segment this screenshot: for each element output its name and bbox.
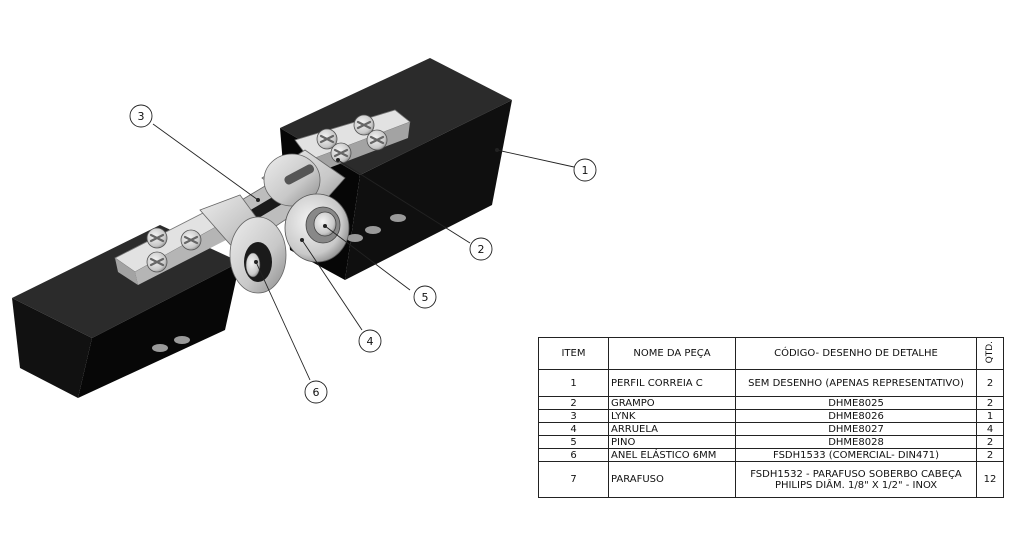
- table-row: 5 PINO DHME8028 2: [538, 435, 1004, 449]
- bom-header-code: CÓDIGO- DESENHO DE DETALHE: [735, 337, 977, 370]
- bom-name: PERFIL CORREIA C: [608, 369, 736, 397]
- callout-2-label: 2: [478, 243, 485, 256]
- bom-name: ANEL ELÁSTICO 6MM: [608, 448, 736, 462]
- bom-item: 6: [538, 448, 609, 462]
- bom-header-row: ITEM NOME DA PEÇA CÓDIGO- DESENHO DE DET…: [538, 337, 1004, 370]
- table-row: 1 PERFIL CORREIA C SEM DESENHO (APENAS R…: [538, 369, 1004, 397]
- table-row: 6 ANEL ELÁSTICO 6MM FSDH1533 (COMERCIAL-…: [538, 448, 1004, 462]
- table-row: 4 ARRUELA DHME8027 4: [538, 422, 1004, 436]
- perfil-correia-left: [12, 225, 240, 398]
- bom-qty: 2: [976, 396, 1004, 410]
- bom-code: DHME8028: [735, 435, 977, 449]
- bom-code: FSDH1533 (COMERCIAL- DIN471): [735, 448, 977, 462]
- under-bolts: [152, 214, 406, 352]
- callout-3: 3: [129, 104, 153, 128]
- callout-4: 4: [358, 329, 382, 353]
- bom-code: DHME8026: [735, 409, 977, 423]
- bom-qty: 2: [976, 448, 1004, 462]
- bom-item: 7: [538, 461, 609, 498]
- table-row: 7 PARAFUSO FSDH1532 - PARAFUSO SOBERBO C…: [538, 461, 1004, 498]
- table-row: 2 GRAMPO DHME8025 2: [538, 396, 1004, 410]
- callout-6-label: 6: [313, 386, 320, 399]
- callout-6: 6: [304, 380, 328, 404]
- bom-code: SEM DESENHO (APENAS REPRESENTATIVO): [735, 369, 977, 397]
- leader-lines: [152, 123, 575, 381]
- callout-2: 2: [469, 237, 493, 261]
- bom-qty: 1: [976, 409, 1004, 423]
- callout-5-label: 5: [422, 291, 429, 304]
- bom-item: 3: [538, 409, 609, 423]
- bom-item: 2: [538, 396, 609, 410]
- callout-3-label: 3: [138, 110, 145, 123]
- grampo-left: [114, 194, 287, 294]
- bom-header-name: NOME DA PEÇA: [608, 337, 736, 370]
- bom-table: ITEM NOME DA PEÇA CÓDIGO- DESENHO DE DET…: [538, 337, 1004, 498]
- bom-header-item: ITEM: [538, 337, 609, 370]
- bom-code: DHME8025: [735, 396, 977, 410]
- table-row: 3 LYNK DHME8026 1: [538, 409, 1004, 423]
- bom-item: 4: [538, 422, 609, 436]
- bom-header-qty-label: QTD.: [984, 340, 995, 364]
- callout-1: 1: [573, 158, 597, 182]
- bom-header-qty: QTD.: [976, 337, 1004, 370]
- bom-qty: 4: [976, 422, 1004, 436]
- bom-qty: 2: [976, 369, 1004, 397]
- leader-dots: [254, 148, 499, 264]
- bom-name: PARAFUSO: [608, 461, 736, 498]
- callout-5: 5: [413, 285, 437, 309]
- bom-name: GRAMPO: [608, 396, 736, 410]
- bom-item: 5: [538, 435, 609, 449]
- bom-name: LYNK: [608, 409, 736, 423]
- callout-1-label: 1: [582, 164, 589, 177]
- callout-4-label: 4: [367, 335, 374, 348]
- bom-code: DHME8027: [735, 422, 977, 436]
- bom-code: FSDH1532 - PARAFUSO SOBERBO CABEÇA PHILI…: [735, 461, 977, 498]
- bom-name: ARRUELA: [608, 422, 736, 436]
- grampo-right: [261, 109, 411, 216]
- bom-qty: 12: [976, 461, 1004, 498]
- bom-qty: 2: [976, 435, 1004, 449]
- bom-name: PINO: [608, 435, 736, 449]
- bom-item: 1: [538, 369, 609, 397]
